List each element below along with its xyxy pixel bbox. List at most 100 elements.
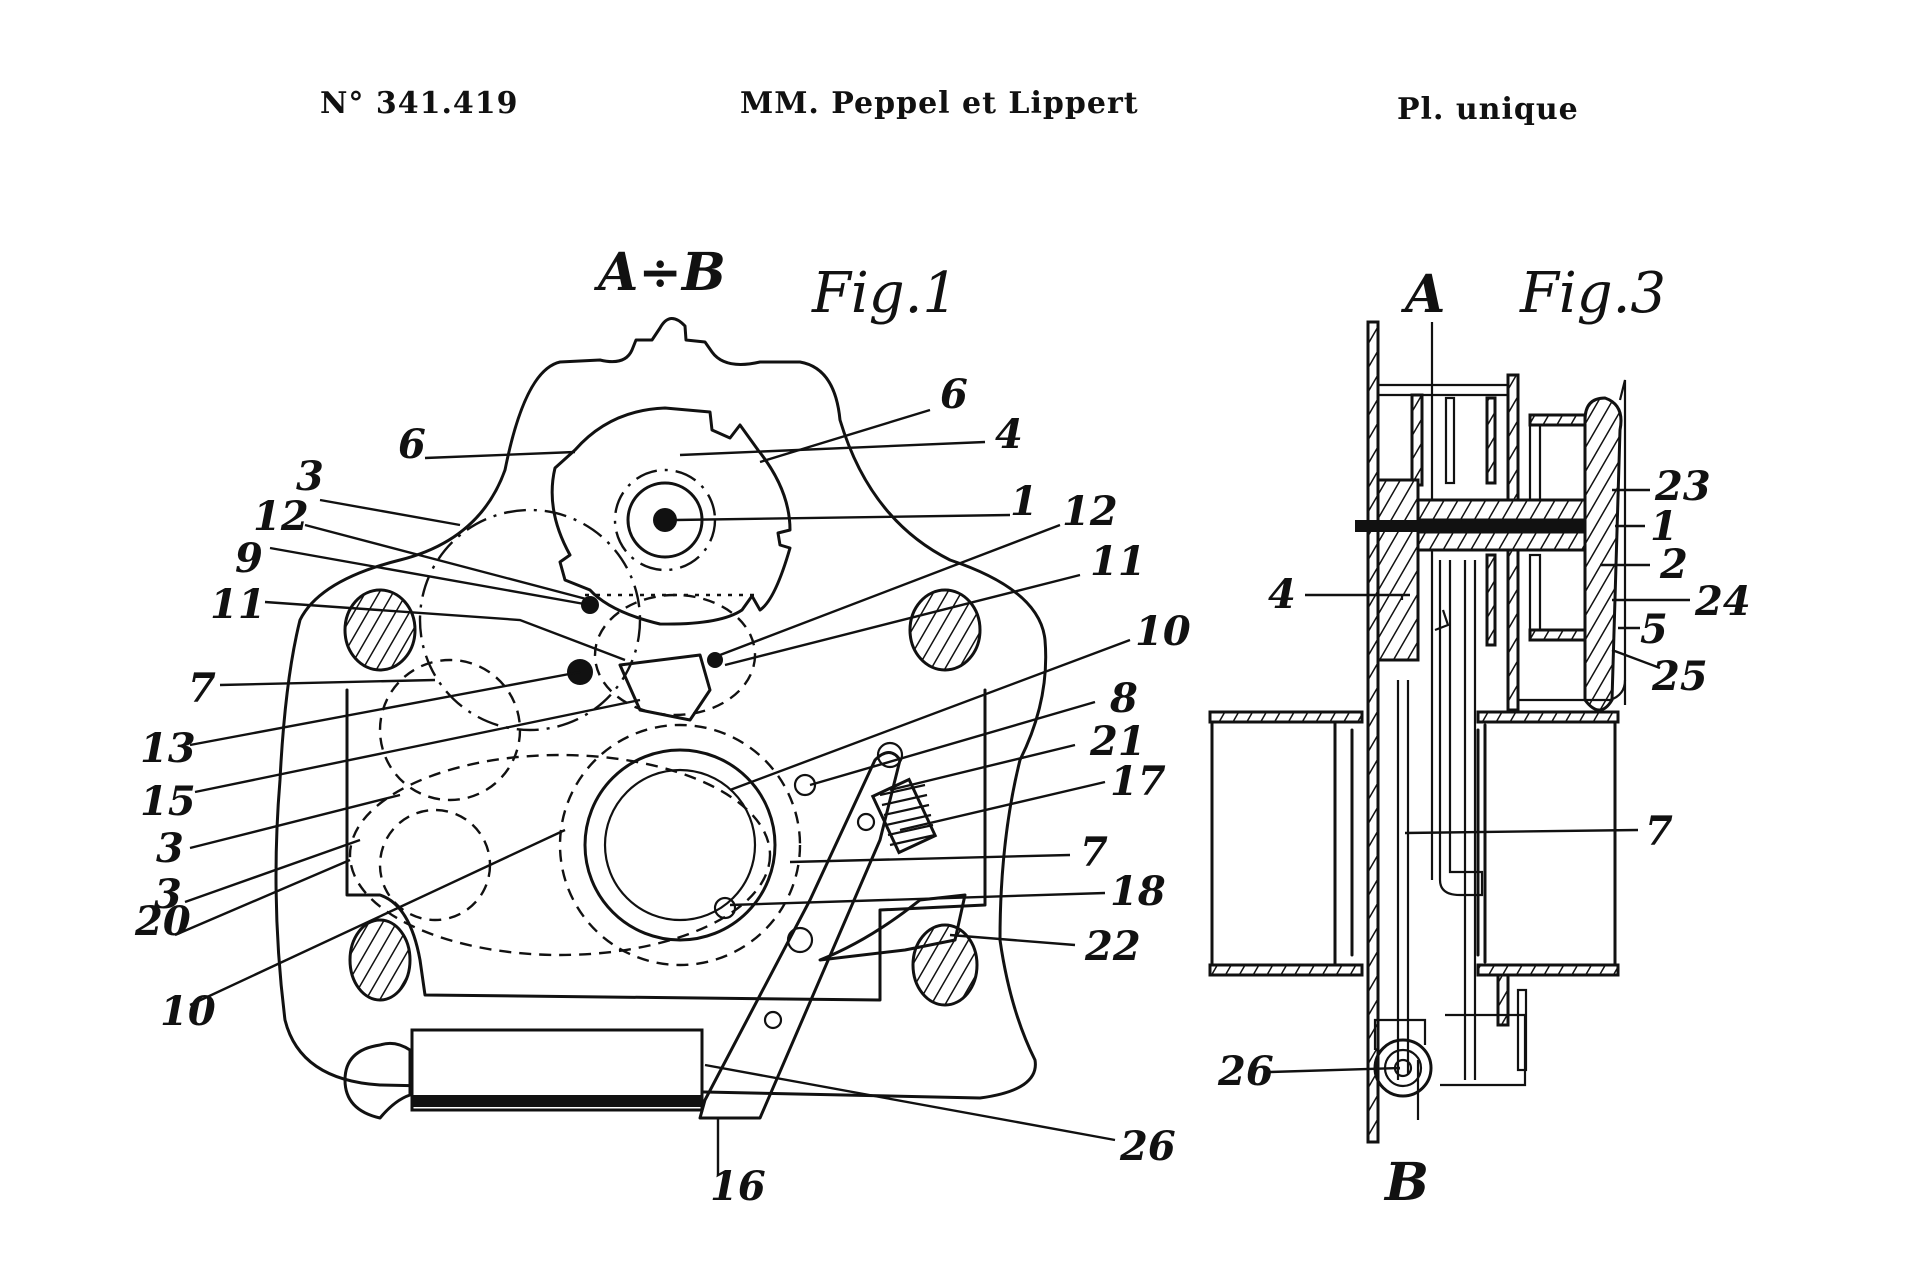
label-6: 6 <box>398 421 426 468</box>
label-10: 10 <box>160 988 216 1035</box>
frame-plate <box>345 688 987 1002</box>
lever-pivot <box>876 741 904 769</box>
inner-post-mid <box>1444 396 1456 485</box>
pallet-tip <box>1434 609 1450 632</box>
label-4: 4 <box>995 411 1023 458</box>
hinge-26 <box>1373 1018 1433 1098</box>
pin-8 <box>793 773 817 797</box>
label-26: 26 <box>1119 1123 1176 1170</box>
front-plate-lower <box>1506 548 1520 712</box>
vertical-guide <box>1463 560 1477 1080</box>
lower-bracket <box>1440 1013 1527 1087</box>
fig3-section-b: B <box>1383 1152 1429 1213</box>
label-23: 23 <box>1654 463 1711 510</box>
arbor-1 <box>1355 520 1615 532</box>
label-12: 12 <box>1062 488 1118 535</box>
drum-wall-top <box>1528 423 1542 502</box>
label-21: 21 <box>1089 718 1146 765</box>
drum-bottom <box>1528 628 1587 642</box>
label-8: 8 <box>1109 675 1138 722</box>
barrel-outer-dashed <box>558 723 802 967</box>
label-6: 6 <box>940 371 968 418</box>
label-26: 26 <box>1217 1048 1274 1095</box>
label-9: 9 <box>235 535 263 582</box>
label-24: 24 <box>1694 578 1751 625</box>
bushing-block <box>1376 478 1420 662</box>
hand-5 <box>1618 379 1627 705</box>
inner-post-right <box>1485 396 1497 485</box>
pillar-top-right <box>908 588 982 672</box>
hub-top <box>1416 498 1612 522</box>
label-15: 15 <box>140 778 196 825</box>
click-piece <box>818 893 967 962</box>
patent-authors: MM. Peppel et Lippert <box>740 86 1139 121</box>
large-dashed-ellipse <box>348 753 772 957</box>
winding-key-26 <box>343 1028 704 1120</box>
fig3-title: Fig.3 <box>1519 261 1666 326</box>
back-plate <box>1366 320 1380 1144</box>
bell-top-left <box>1208 710 1364 724</box>
crutch-7 <box>1438 560 1484 897</box>
inner-post-lower <box>1485 553 1497 647</box>
label-13: 13 <box>140 725 196 772</box>
label-20: 20 <box>134 898 191 945</box>
label-17: 17 <box>1110 758 1166 805</box>
label-11: 11 <box>210 581 266 628</box>
pillar-bottom-left <box>348 918 412 1002</box>
label-3: 3 <box>296 453 324 500</box>
lever-16 <box>698 751 902 1120</box>
barrel-inner <box>603 768 757 922</box>
figure-3: A Fig.3 B <box>1208 261 1751 1213</box>
drum-top <box>1528 413 1587 427</box>
pillar-top-left <box>343 588 417 672</box>
bell-top-right <box>1476 710 1620 724</box>
fig1-title: Fig.1 <box>811 261 958 326</box>
label-16: 16 <box>710 1163 766 1210</box>
label-4: 4 <box>1268 571 1296 618</box>
label-11: 11 <box>1090 538 1146 585</box>
center-arbor <box>653 508 677 532</box>
top-frame <box>1378 383 1508 397</box>
fig3-section-a: A <box>1400 264 1445 325</box>
inner-post-left <box>1410 393 1424 487</box>
gear-3-outline <box>418 508 642 732</box>
gear-circle-left <box>378 658 522 802</box>
pinion-circle <box>593 593 757 717</box>
pin-21 <box>856 812 876 832</box>
bell-bottom-left <box>1208 963 1364 977</box>
escape-wheel <box>550 406 792 626</box>
pin-11 <box>707 652 723 668</box>
bell-bottom-right <box>1476 963 1620 977</box>
spring-17 <box>870 777 938 855</box>
label-10: 10 <box>1135 608 1191 655</box>
pin-18 <box>713 896 737 920</box>
bell-walls <box>1210 720 1617 967</box>
pin-lower <box>763 1010 783 1030</box>
fig1-leader-lines <box>174 408 1131 1175</box>
label-2: 2 <box>1659 541 1688 588</box>
patent-number: N° 341.419 <box>320 86 519 121</box>
roller-22 <box>786 926 814 954</box>
figure-1: A÷B Fig.1 <box>134 242 1191 1210</box>
label-7: 7 <box>1645 808 1673 855</box>
label-7: 7 <box>188 665 216 712</box>
bracket-25 <box>1516 679 1627 702</box>
label-12: 12 <box>253 493 309 540</box>
fig3-leader-lines <box>1269 488 1690 1074</box>
label-22: 22 <box>1084 923 1141 970</box>
housing-outline <box>274 317 1048 1100</box>
pendulum-rod <box>1396 680 1410 1080</box>
hub-bottom <box>1416 530 1612 552</box>
label-1: 1 <box>1010 478 1038 525</box>
drum-wall-bottom <box>1528 553 1542 632</box>
plate-label: Pl. unique <box>1397 92 1579 127</box>
front-plate-upper <box>1506 373 1520 517</box>
fig1-section-label: A÷B <box>593 242 726 303</box>
label-5: 5 <box>1640 606 1668 653</box>
gear-circle-lower <box>378 808 492 922</box>
label-1: 1 <box>1650 503 1678 550</box>
pallet-fork <box>618 653 712 722</box>
lower-post <box>1496 973 1510 1027</box>
